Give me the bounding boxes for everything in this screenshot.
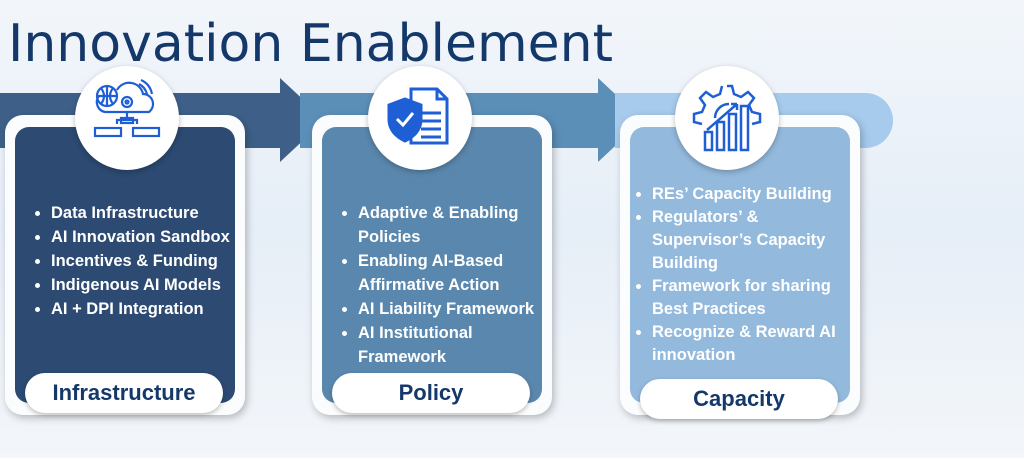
pillar-panel: Data Infrastructure AI Innovation Sandbo…	[15, 127, 235, 403]
list-item: Incentives & Funding	[51, 249, 256, 273]
page-title: Innovation Enablement	[8, 14, 613, 74]
pillar-item-list: Data Infrastructure AI Innovation Sandbo…	[37, 201, 256, 321]
pillar-label: Policy	[332, 373, 530, 413]
gear-growth-chart-icon	[675, 66, 779, 170]
pillar-item-list: Adaptive & Enabling Policies Enabling AI…	[344, 201, 563, 369]
shield-document-icon	[368, 66, 472, 170]
pillar-item-list: REs’ Capacity Building Regulators’ & Sup…	[638, 183, 850, 367]
pillar-label: Infrastructure	[25, 373, 223, 413]
list-item: Framework for sharing Best Practices	[652, 275, 850, 321]
list-item: AI + DPI Integration	[51, 297, 256, 321]
list-item: AI Institutional Framework	[358, 321, 563, 369]
cloud-network-icon	[75, 66, 179, 170]
list-item: Regulators’ & Supervisor’s Capacity Buil…	[652, 206, 850, 275]
list-item: REs’ Capacity Building	[652, 183, 850, 206]
list-item: Data Infrastructure	[51, 201, 256, 225]
list-item: AI Innovation Sandbox	[51, 225, 256, 249]
list-item: Recognize & Reward AI innovation	[652, 321, 850, 367]
pillar-panel: Adaptive & Enabling Policies Enabling AI…	[322, 127, 542, 403]
list-item: AI Liability Framework	[358, 297, 563, 321]
pillar-panel: REs’ Capacity Building Regulators’ & Sup…	[630, 127, 850, 403]
pillar-label: Capacity	[640, 379, 838, 419]
list-item: Indigenous AI Models	[51, 273, 256, 297]
list-item: Adaptive & Enabling Policies	[358, 201, 563, 249]
list-item: Enabling AI-Based Affirmative Action	[358, 249, 563, 297]
